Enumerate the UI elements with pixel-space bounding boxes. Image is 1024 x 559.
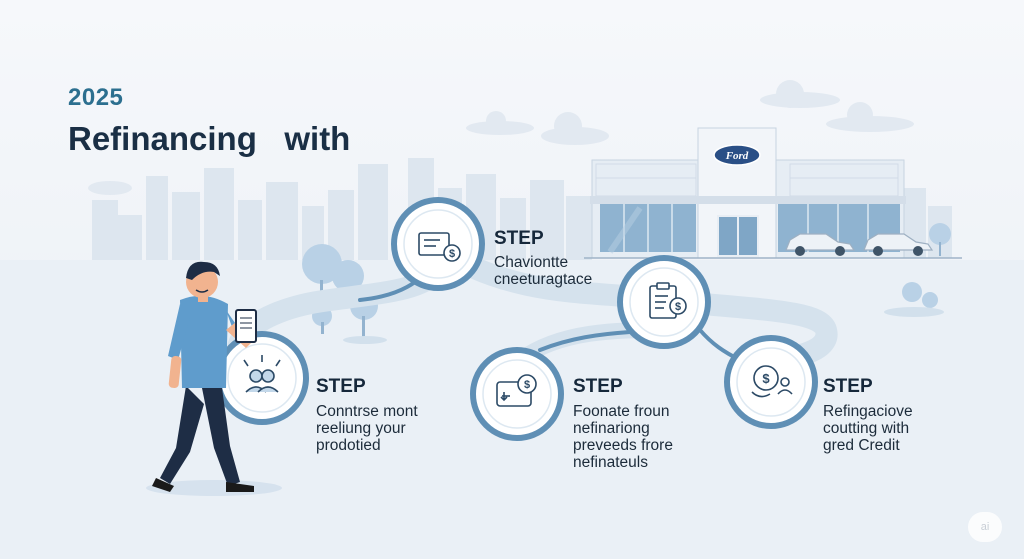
step-1-line: cneeturagtace bbox=[494, 271, 593, 288]
step-3-line: nefinariong bbox=[573, 420, 650, 437]
step-3-line: preveeds frore bbox=[573, 437, 673, 454]
person-illustration bbox=[152, 261, 257, 492]
step-1-description: Chaviontte cneeturagtace bbox=[494, 254, 592, 288]
step-4-heading: STEP bbox=[823, 376, 873, 397]
card-dollar-icon: $ bbox=[496, 374, 537, 407]
step-circle-4: $ bbox=[724, 335, 818, 429]
step-2-line: Conntrse mont bbox=[316, 403, 418, 420]
step-1-line: Chaviontte bbox=[494, 254, 569, 271]
page-title: Refinancing with bbox=[68, 120, 351, 157]
step-2-line: prodotied bbox=[316, 437, 381, 454]
clipboard-dollar-icon: $ bbox=[649, 282, 687, 319]
parked-cars bbox=[785, 233, 934, 256]
svg-text:Ford: Ford bbox=[725, 150, 749, 162]
step-4-line: gred Credit bbox=[823, 437, 900, 454]
step-3-line: Foonate froun bbox=[573, 403, 670, 420]
step-4-line: coutting with bbox=[823, 420, 910, 437]
dollar-person-icon: $ bbox=[751, 365, 793, 398]
step-circle-center: $ bbox=[617, 255, 711, 349]
step-1-heading: STEP bbox=[494, 228, 544, 249]
step-3-line: nefinateuls bbox=[573, 454, 648, 471]
step-circle-3: $ bbox=[470, 347, 564, 441]
step-4-description: Refingaciove coutting with gred Credit bbox=[823, 403, 913, 454]
step-circle-1: $ bbox=[391, 197, 485, 291]
clouds bbox=[88, 80, 914, 195]
svg-text:$: $ bbox=[524, 379, 530, 391]
svg-text:$: $ bbox=[762, 371, 770, 386]
step-2-line: reeliung your bbox=[316, 420, 406, 437]
step-2-description: Conntrse mont reeliung your prodotied bbox=[316, 403, 418, 454]
step-3-description: Foonate froun nefinariong preveeds frore… bbox=[573, 403, 673, 471]
step-2-heading: STEP bbox=[316, 376, 366, 397]
svg-text:$: $ bbox=[449, 248, 455, 260]
document-dollar-icon: $ bbox=[418, 232, 461, 262]
step-3-heading: STEP bbox=[573, 376, 623, 397]
ai-watermark: ai bbox=[968, 512, 1002, 542]
step-circle-2 bbox=[215, 331, 309, 425]
title-year: 2025 bbox=[68, 84, 124, 111]
ford-logo-icon: Ford bbox=[713, 144, 761, 166]
step-4-line: Refingaciove bbox=[823, 403, 913, 420]
svg-text:$: $ bbox=[675, 301, 681, 313]
people-arrows-icon bbox=[243, 355, 281, 393]
